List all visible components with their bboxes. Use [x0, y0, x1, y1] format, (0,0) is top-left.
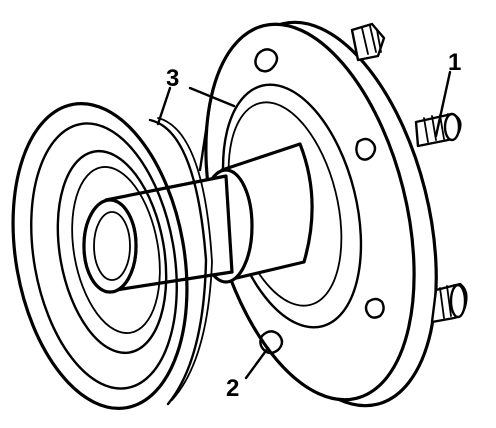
flange-hole	[259, 330, 284, 355]
dust-seal	[11, 102, 213, 410]
flange-hole	[355, 137, 377, 161]
wheel-studs	[350, 22, 468, 324]
callout-stud: 1	[448, 49, 461, 76]
leader-hole	[244, 346, 270, 380]
leader-seal-a	[156, 86, 172, 126]
flange-hole	[254, 48, 279, 73]
flange-hole	[364, 297, 385, 319]
callout-hole: 2	[226, 375, 239, 402]
flange-holes	[254, 48, 385, 355]
leader-stud	[434, 70, 452, 138]
leader-lines	[156, 70, 452, 380]
wheel-stud-top	[350, 22, 386, 62]
leader-seal-b	[188, 86, 236, 108]
callout-seal: 3	[166, 65, 179, 92]
leader-seal-c	[198, 102, 212, 172]
wheel-stud-lower	[430, 282, 468, 324]
